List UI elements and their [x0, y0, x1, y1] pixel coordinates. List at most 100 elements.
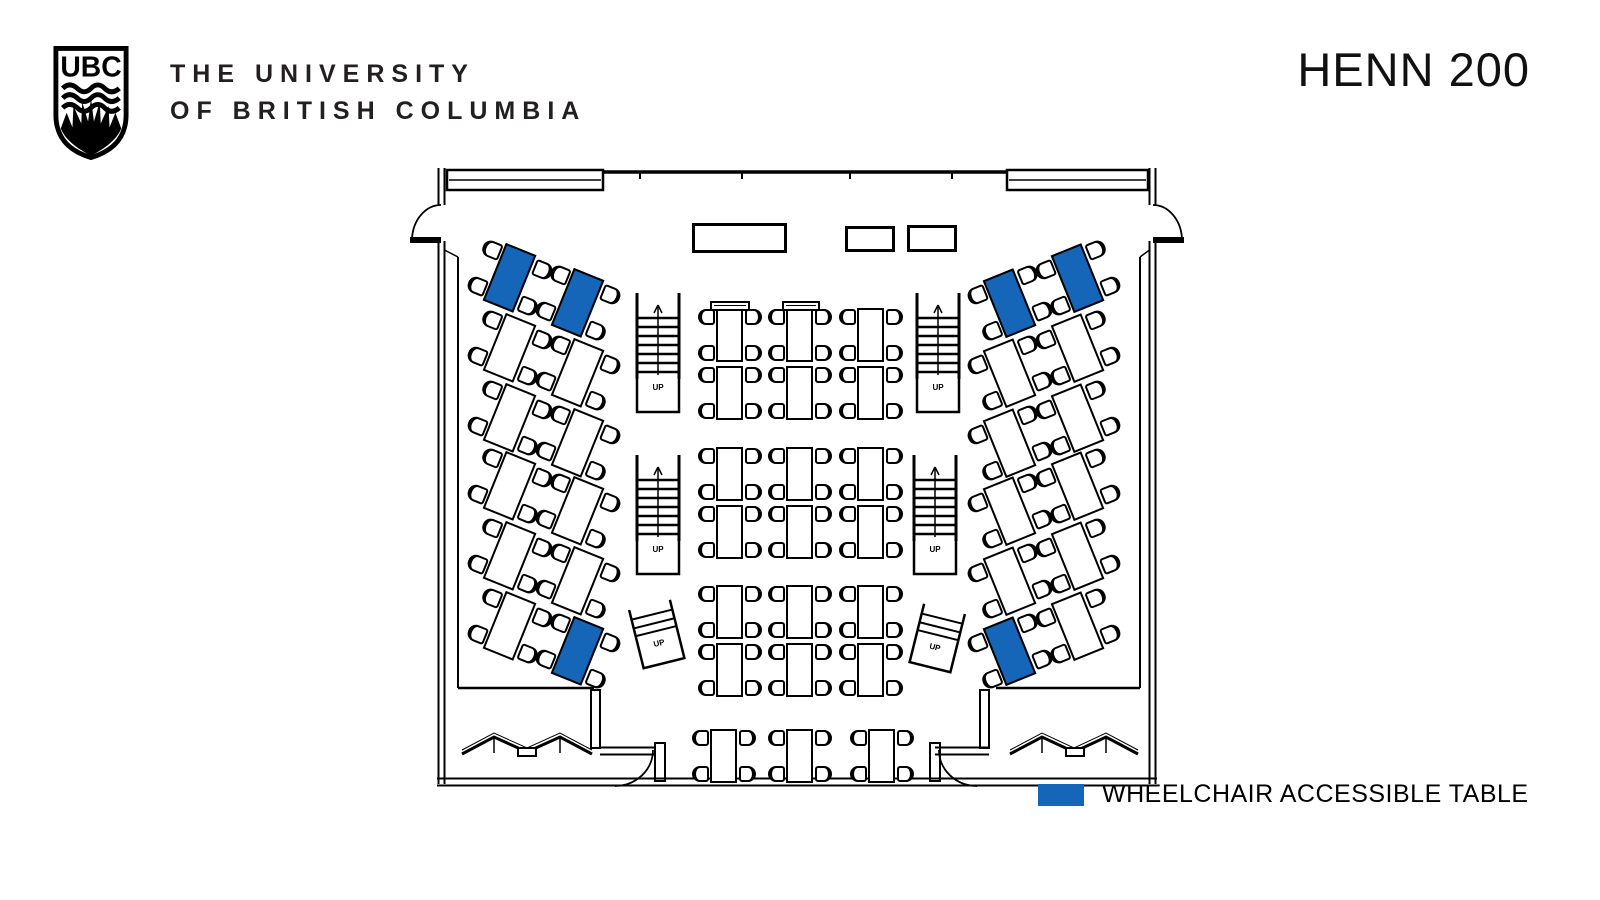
- chair-icon: [698, 644, 715, 660]
- table: [839, 447, 903, 501]
- legend-label: WHEELCHAIR ACCESSIBLE TABLE: [1102, 780, 1529, 808]
- room-walls: [410, 168, 1184, 787]
- chair-icon: [745, 484, 762, 500]
- table: [768, 729, 832, 783]
- chair-icon: [698, 506, 715, 522]
- chair-icon: [886, 506, 903, 522]
- chair-icon: [745, 345, 762, 361]
- table-top: [786, 308, 813, 362]
- chair-icon: [698, 345, 715, 361]
- chair-icon: [839, 506, 856, 522]
- chair-icon: [768, 484, 785, 500]
- table: [698, 366, 762, 420]
- chair-icon: [886, 367, 903, 383]
- door-swing-icon: [1152, 204, 1183, 240]
- staircase-icon: UP: [915, 293, 961, 415]
- chair-icon: [886, 542, 903, 558]
- chair-icon: [839, 484, 856, 500]
- chair-icon: [839, 644, 856, 660]
- chair-icon: [815, 484, 832, 500]
- table-top: [857, 643, 884, 697]
- chair-icon: [698, 403, 715, 419]
- table: [698, 643, 762, 697]
- chair-icon: [815, 448, 832, 464]
- chair-icon: [815, 644, 832, 660]
- chair-icon: [886, 680, 903, 696]
- chair-icon: [886, 403, 903, 419]
- table: [839, 366, 903, 420]
- chair-icon: [850, 730, 867, 746]
- chair-icon: [698, 448, 715, 464]
- table: [768, 366, 832, 420]
- chair-icon: [745, 622, 762, 638]
- table: [839, 643, 903, 697]
- table-top: [716, 585, 743, 639]
- table-top: [786, 585, 813, 639]
- table-top: [716, 643, 743, 697]
- chair-icon: [768, 309, 785, 325]
- table: [839, 308, 903, 362]
- chair-icon: [698, 484, 715, 500]
- chair-icon: [839, 367, 856, 383]
- table: [768, 643, 832, 697]
- chair-icon: [745, 403, 762, 419]
- chair-icon: [886, 484, 903, 500]
- table: [692, 729, 756, 783]
- chair-icon: [768, 506, 785, 522]
- chair-icon: [745, 542, 762, 558]
- chair-icon: [815, 309, 832, 325]
- chair-icon: [897, 730, 914, 746]
- table: [698, 505, 762, 559]
- door-swing-icon: [614, 749, 654, 787]
- chair-icon: [886, 622, 903, 638]
- chair-icon: [768, 622, 785, 638]
- chair-icon: [886, 586, 903, 602]
- chair-icon: [768, 542, 785, 558]
- chair-icon: [839, 403, 856, 419]
- chair-icon: [839, 309, 856, 325]
- chair-icon: [815, 730, 832, 746]
- chair-icon: [768, 586, 785, 602]
- table-top: [786, 643, 813, 697]
- svg-text:UP: UP: [928, 642, 942, 654]
- table: [768, 308, 832, 362]
- table: [698, 585, 762, 639]
- svg-text:UP: UP: [652, 545, 664, 554]
- small-staircase-icon: UP: [626, 597, 689, 673]
- table-top: [786, 729, 813, 783]
- chair-icon: [768, 403, 785, 419]
- chair-icon: [745, 448, 762, 464]
- chair-icon: [692, 766, 709, 782]
- chair-icon: [698, 542, 715, 558]
- chair-icon: [886, 309, 903, 325]
- chair-icon: [839, 680, 856, 696]
- chair-icon: [745, 367, 762, 383]
- chair-icon: [897, 766, 914, 782]
- svg-text:UP: UP: [932, 383, 944, 392]
- table-tray: [782, 301, 820, 311]
- legend: WHEELCHAIR ACCESSIBLE TABLE: [1038, 780, 1529, 809]
- chair-icon: [768, 448, 785, 464]
- chair-icon: [839, 448, 856, 464]
- chair-icon: [839, 586, 856, 602]
- chair-icon: [815, 766, 832, 782]
- chair-icon: [745, 309, 762, 325]
- chair-icon: [768, 766, 785, 782]
- table: [698, 308, 762, 362]
- table-top: [716, 505, 743, 559]
- chair-icon: [815, 403, 832, 419]
- accessible-table-swatch: [1038, 783, 1084, 806]
- university-name-line2: OF BRITISH COLUMBIA: [170, 97, 587, 125]
- table-top: [716, 366, 743, 420]
- chair-icon: [886, 448, 903, 464]
- table-top: [716, 308, 743, 362]
- front-panel: [907, 225, 957, 252]
- chair-icon: [698, 367, 715, 383]
- table-top: [868, 729, 895, 783]
- table-top: [857, 585, 884, 639]
- chair-icon: [768, 644, 785, 660]
- staircase-icon: UP: [635, 293, 681, 415]
- chair-icon: [745, 506, 762, 522]
- chair-icon: [850, 766, 867, 782]
